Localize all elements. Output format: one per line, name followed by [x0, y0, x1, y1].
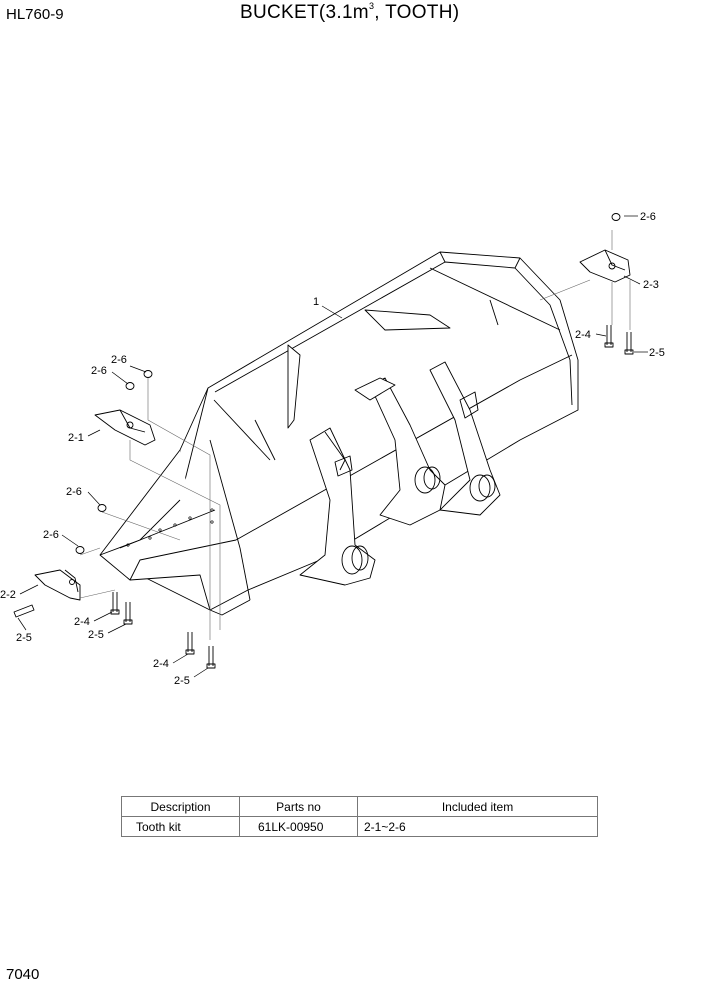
bucket-side-plate [99, 449, 237, 611]
callout-2-6-a: 2-6 [111, 354, 127, 366]
callout-2-3: 2-3 [643, 279, 659, 291]
callout-2-5-b: 2-5 [88, 629, 104, 641]
title-superscript: 3 [368, 0, 375, 11]
callout-2-4-b: 2-4 [153, 658, 169, 670]
callout-2-5-c: 2-5 [174, 675, 190, 687]
page-title: BUCKET(3.1m3, TOOTH) [240, 0, 460, 24]
table-header-row: Description Parts no Included item [121, 796, 598, 817]
tooth-adapter-2-1 [94, 409, 156, 446]
callout-2-6-c: 2-6 [66, 486, 82, 498]
nuts-2-6 [75, 213, 621, 554]
parts-table: Description Parts no Included item Tooth… [121, 796, 598, 837]
tooth-adapter-2-3 [579, 249, 631, 283]
header-included-item: Included item [357, 796, 598, 817]
callout-2-4-c: 2-4 [575, 329, 591, 341]
callout-2-1: 2-1 [68, 432, 84, 444]
header-description: Description [121, 796, 240, 817]
callout-2-6-d: 2-6 [43, 529, 59, 541]
model-number: HL760-9 [6, 6, 64, 23]
title-end: , TOOTH) [374, 2, 460, 23]
callout-2-5-a: 2-5 [16, 632, 32, 644]
callout-2-6-e: 2-6 [640, 211, 656, 223]
cell-description: Tooth kit [121, 816, 240, 837]
table-row: Tooth kit 61LK-00950 2-1~2-6 [121, 816, 598, 837]
bolts-2-4-2-5 [13, 325, 634, 669]
callout-2-2: 2-2 [0, 589, 16, 601]
cutting-edge-holes [126, 508, 214, 547]
leader-lines [17, 215, 648, 678]
callout-2-4-a: 2-4 [74, 616, 90, 628]
tooth-adapter-2-2 [34, 569, 81, 601]
assembly-guide-lines [79, 230, 631, 640]
header-parts-no: Parts no [239, 796, 358, 817]
hinge-lugs [299, 361, 501, 586]
callout-labels: 1 2-6 2-6 2-1 2-6 2-6 2-2 2-5 2-4 2-5 2-… [0, 211, 665, 687]
callout-2-5-d: 2-5 [649, 347, 665, 359]
callout-2-6-b: 2-6 [91, 365, 107, 377]
title-main: BUCKET(3.1m [240, 2, 369, 23]
cell-parts-no: 61LK-00950 [239, 816, 358, 837]
cell-included-item: 2-1~2-6 [357, 816, 598, 837]
page-number: 7040 [6, 966, 40, 983]
callout-1: 1 [313, 296, 319, 308]
